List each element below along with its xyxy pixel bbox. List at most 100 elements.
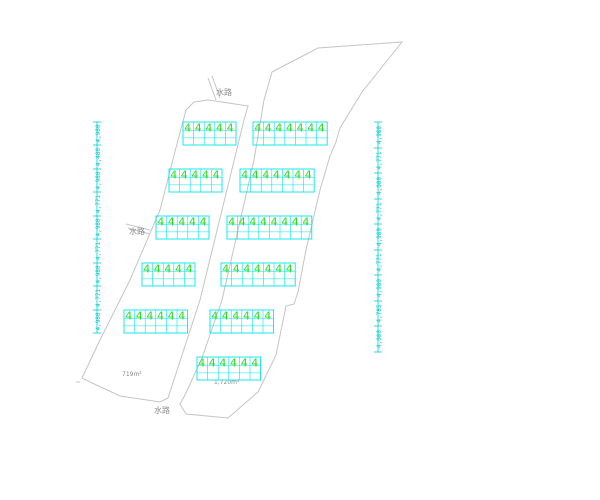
panel-digit: 4 [275, 263, 282, 276]
dimension-value: 4,771 [95, 289, 102, 307]
panel-digit: 4 [168, 216, 175, 229]
panel-digit: 4 [181, 169, 188, 182]
panel-digit: 4 [239, 216, 246, 229]
panel-digit: 4 [125, 310, 132, 323]
panel-digit: 4 [254, 310, 261, 323]
dimension-chain-right: 4,9804,7714,9804,7714,9804,7714,9804,785… [374, 121, 383, 353]
panel-digit: 4 [178, 310, 185, 323]
dimension-value: 4,771 [376, 151, 383, 169]
panel-digit: 4 [195, 122, 202, 135]
dimension-value: 4,980 [376, 126, 383, 144]
panel-digit: 4 [230, 357, 237, 370]
channel-mid-line-a [125, 223, 151, 231]
panel-array-outline [141, 262, 196, 287]
panel-digit: 4 [222, 310, 229, 323]
panel-digit: 4 [252, 169, 259, 182]
panel-digit: 4 [189, 216, 196, 229]
panel-digit: 4 [228, 216, 235, 229]
panel-digit: 4 [318, 122, 325, 135]
panel-digit: 4 [170, 169, 177, 182]
panel-array-outline [155, 215, 210, 240]
panel-digit: 4 [241, 169, 248, 182]
panel-digit: 4 [292, 216, 299, 229]
panel-digit: 4 [168, 310, 175, 323]
site-boundaries [76, 41, 404, 419]
panel-digit: 4 [273, 169, 280, 182]
panel-digit: 4 [264, 310, 271, 323]
panel-digit: 4 [198, 357, 205, 370]
panel-digit: 4 [219, 357, 226, 370]
dimension-value: 4,771 [95, 242, 102, 260]
panel-digit: 4 [243, 263, 250, 276]
panel-digit: 4 [200, 216, 207, 229]
panel-digit: 4 [202, 169, 209, 182]
panel-array-outline [239, 168, 315, 193]
channel-label-middle: 水路 [129, 226, 145, 236]
dimension-value: 4,980 [95, 265, 102, 283]
channel-mid-line-b [127, 227, 151, 235]
panel-digit: 4 [297, 122, 304, 135]
dimension-value: 4,980 [95, 218, 102, 236]
panel-digit: 4 [184, 122, 191, 135]
dimension-value: 4,980 [95, 124, 102, 142]
panel-digit: 4 [178, 216, 185, 229]
panel-digit: 4 [191, 169, 198, 182]
panel-digit: 4 [281, 216, 288, 229]
left-parcel-boundary [81, 99, 249, 403]
panel-digit: 4 [241, 357, 248, 370]
panel-digit: 4 [294, 169, 301, 182]
panel-digit: 4 [186, 263, 193, 276]
dimension-value: 4,980 [376, 177, 383, 195]
panel-array-outline [220, 262, 296, 287]
panel-digit: 4 [227, 122, 234, 135]
right-parcel-boundary [179, 41, 404, 419]
panel-digit: 4 [136, 310, 143, 323]
panel-digit: 4 [216, 122, 223, 135]
channel-top-line-b [211, 75, 221, 99]
dimension-value: 4,980 [376, 279, 383, 297]
panel-digit: 4 [265, 263, 272, 276]
panel-digit: 4 [143, 263, 150, 276]
panel-digit: 4 [209, 357, 216, 370]
dimension-value: 4,771 [376, 202, 383, 220]
panel-digit: 4 [175, 263, 182, 276]
channel-label-bottom: 水路 [154, 405, 170, 415]
area-label-left: 719m² [122, 371, 142, 378]
dimension-value: 4,480 [95, 148, 102, 166]
panel-digit: 4 [249, 216, 256, 229]
panel-digit: 4 [232, 310, 239, 323]
panel-digit: 4 [157, 310, 164, 323]
dimension-value: 4,785 [376, 304, 383, 322]
panel-digit: 4 [222, 263, 229, 276]
dimension-chains: 4,980 4,480 4,980 4,771 4,980 4,771 4,980 4,771… [93, 121, 383, 353]
panel-digit: 4 [211, 310, 218, 323]
panel-array-outline [252, 121, 328, 146]
panel-digit: 4 [271, 216, 278, 229]
panel-digit: 4 [164, 263, 171, 276]
panel-digit: 4 [260, 216, 267, 229]
panel-array-outline [182, 121, 237, 146]
panel-digit: 4 [286, 263, 293, 276]
area-label-right: 1,720m² [214, 379, 240, 386]
panel-digit: 4 [302, 216, 309, 229]
panel-digit: 4 [254, 122, 261, 135]
panel-digit: 4 [254, 263, 261, 276]
panel-digit: 4 [157, 216, 164, 229]
panel-digit: 4 [286, 122, 293, 135]
panel-digit: 4 [284, 169, 291, 182]
panel-digit: 4 [233, 263, 240, 276]
panel-digit: 4 [305, 169, 312, 182]
